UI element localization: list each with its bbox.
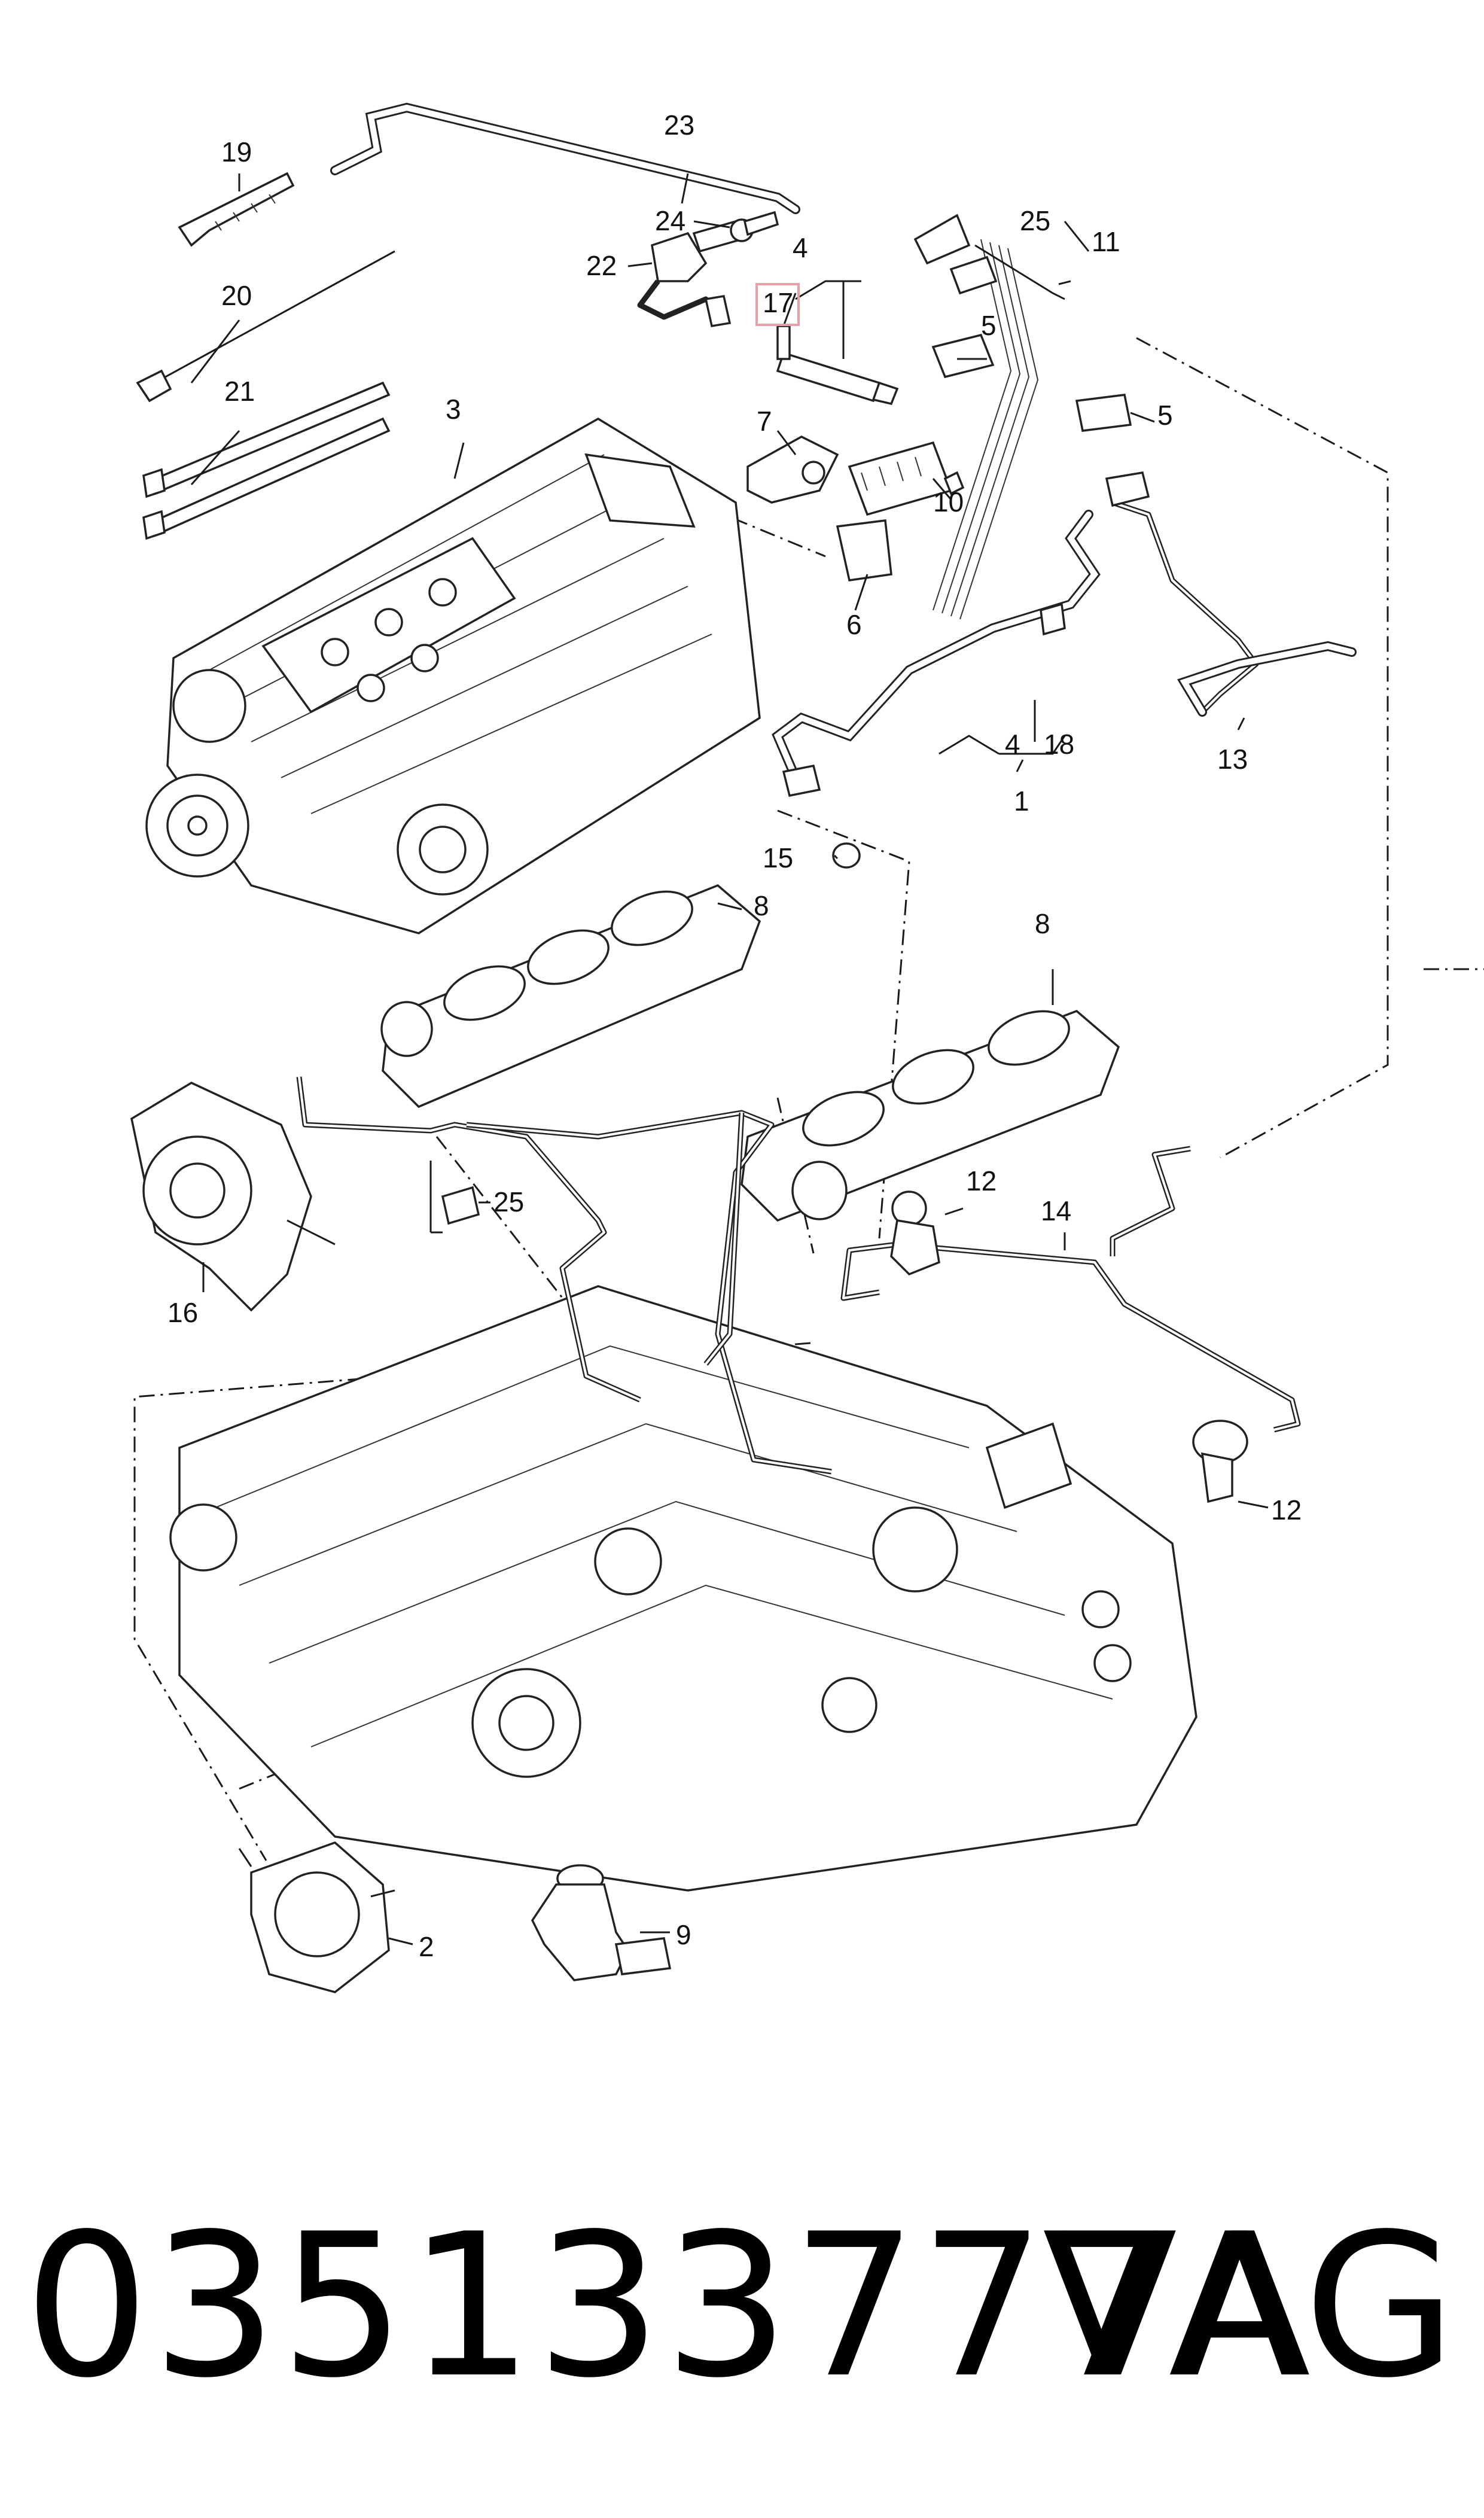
callout-25-top: 25 [1020, 205, 1050, 236]
callout-5-top: 5 [981, 310, 997, 341]
callout-8-left: 8 [754, 890, 769, 921]
injector-part-4 [776, 280, 899, 406]
callout-18: 18 [1044, 729, 1074, 760]
grommet-part-15 [832, 842, 861, 869]
cable-tie-part-20 [136, 250, 395, 403]
callout-23: 23 [664, 109, 694, 141]
callout-labels: 19 20 21 3 23 24 22 4 17 7 10 6 5 5 25 1… [167, 109, 1302, 1962]
callout-15: 15 [763, 842, 793, 873]
connector-block-part-10 [848, 441, 965, 516]
bolt-part-17 [776, 325, 791, 360]
callout-11: 11 [1092, 226, 1120, 257]
harness-part-11 [913, 214, 1065, 620]
callout-6: 6 [846, 609, 862, 640]
cable-tie-part-19 [178, 172, 295, 247]
callout-3: 3 [446, 394, 461, 425]
callout-9: 9 [676, 1919, 691, 1950]
callout-7: 7 [757, 406, 772, 437]
callout-14: 14 [1041, 1195, 1071, 1226]
callout-17: 17 [763, 287, 793, 318]
callout-20: 20 [221, 280, 252, 311]
callout-16: 16 [167, 1297, 198, 1328]
supercharger-part-3 [145, 417, 761, 934]
pipe-assembly-part-1 [772, 510, 1101, 797]
part-number: 035133777A [24, 2191, 1314, 2421]
callout-24: 24 [655, 205, 685, 236]
clamp-part-24 [730, 211, 779, 242]
valve-part-5-top [931, 333, 995, 379]
callout-10: 10 [933, 486, 964, 517]
callout-2: 2 [419, 1931, 434, 1962]
callout-12-top: 12 [966, 1165, 997, 1196]
callout-17-highlight [755, 283, 800, 326]
hose-part-23 [330, 102, 800, 214]
callout-13: 13 [1217, 744, 1248, 775]
line-part-14 [840, 1146, 1301, 1433]
pcv-valve-part-9 [531, 1864, 672, 1981]
vacuum-lines [296, 1076, 832, 1475]
callout-25-mid: 25 [493, 1186, 524, 1217]
callout-12-bottom: 12 [1271, 1494, 1302, 1526]
valve-part-12-bottom [1192, 1420, 1248, 1503]
hose-part-13 [1105, 471, 1357, 717]
vacuum-pump-part-2 [238, 1841, 395, 1993]
callout-8-right: 8 [1035, 908, 1050, 939]
callout-5-right: 5 [1157, 400, 1173, 431]
valve-part-5-right [1075, 394, 1132, 432]
leader-lines [190, 173, 1269, 1945]
cable-tie-part-21 [142, 381, 391, 540]
intake-manifold-part-8-right [741, 1009, 1120, 1222]
callout-4-top: 4 [793, 232, 808, 263]
callout-19: 19 [221, 136, 252, 168]
intake-manifold-part-8-left [380, 884, 761, 1109]
callout-4-mid: 4 [1005, 729, 1020, 760]
bracket-part-7 [746, 436, 839, 504]
exploded-parts-diagram: 19 20 21 3 23 24 22 4 17 7 10 6 5 5 25 1… [130, 102, 1484, 1993]
callout-21: 21 [224, 376, 255, 407]
valve-part-12-top [890, 1191, 940, 1276]
callout-22: 22 [586, 250, 617, 281]
clip-part-25 [429, 1161, 480, 1234]
valve-part-22 [637, 220, 743, 327]
brand-label: VAG [1042, 2191, 1460, 2421]
vacuum-pump-part-16 [130, 1082, 336, 1312]
bracket-part-6 [836, 519, 892, 581]
engine-block [169, 1285, 1197, 1892]
callout-1: 1 [1014, 785, 1029, 817]
